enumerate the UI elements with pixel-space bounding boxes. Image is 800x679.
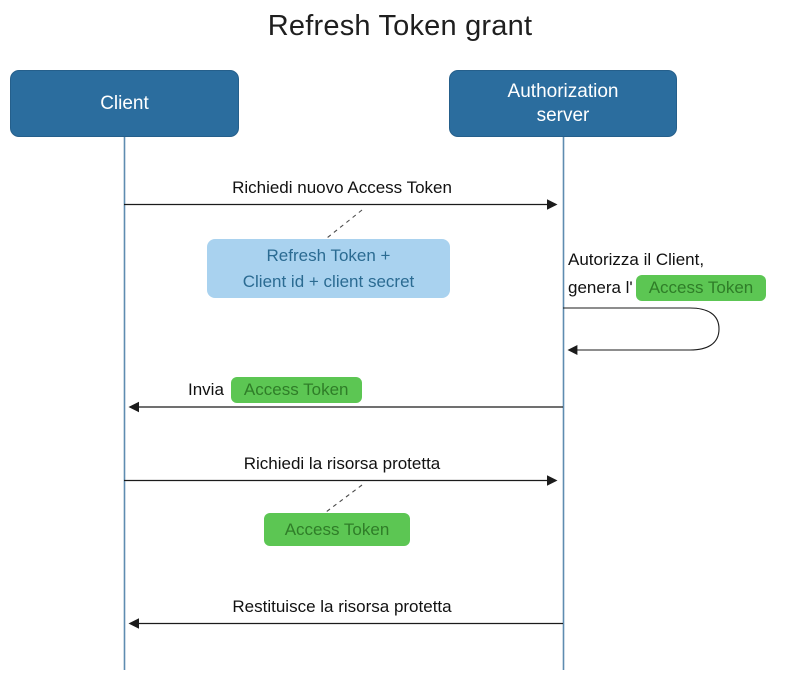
note-credentials: Refresh Token + Client id + client secre… [207,239,450,298]
message-authorize-line1: Autorizza il Client, [568,250,705,269]
access-token-chip-send: Access Token [230,376,362,403]
message-send-prefix: Invia [188,379,224,399]
message-return-resource: Restituisce la risorsa protetta [232,597,452,616]
message-authorize: Autorizza il Client, genera l' Access To… [568,248,800,301]
dashed-connector-access-token [325,484,363,513]
message-authorize-line2: genera l' Access Token [568,275,800,301]
message-send-token: Invia Access Token [188,375,362,404]
note-credentials-line2: Client id + client secret [242,271,415,291]
message-request-resource: Richiedi la risorsa protetta [243,454,441,473]
message-authorize-prefix: genera l' [568,278,633,297]
actor-auth-server-label: Authorization server [507,80,619,126]
dashed-connector-credentials [326,209,363,239]
actor-client-label: Client [100,92,149,114]
actor-client-box: Client [10,70,239,137]
access-token-chip-authorize: Access Token [635,275,767,301]
self-loop-arrow [563,307,720,355]
note-access-token: Access Token [264,513,410,546]
actor-auth-server-box: Authorization server [449,70,677,137]
diagram-title: Refresh Token grant [267,10,533,42]
note-credentials-line1: Refresh Token + [266,245,391,265]
message-request-token: Richiedi nuovo Access Token [232,178,452,197]
